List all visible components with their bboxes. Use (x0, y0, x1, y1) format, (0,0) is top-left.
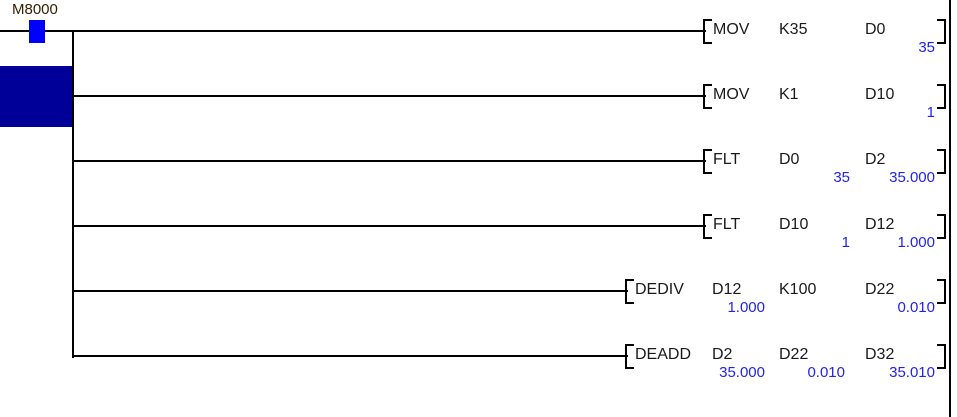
rung-1-bracket-close (937, 19, 946, 44)
rung-3-wire (74, 160, 706, 162)
rung-4-monitor-value-1: 1 (841, 234, 850, 251)
rung-4-instruction[interactable]: FLT (713, 216, 741, 233)
rung-3-instruction[interactable]: FLT (713, 151, 741, 168)
rung-1-bracket-open (703, 19, 712, 44)
rung-3-monitor-value-1: 35 (833, 169, 850, 186)
rung-6-monitor-value-1: 35.000 (719, 364, 765, 381)
rung-1-wire (74, 30, 706, 32)
rung-6-bracket-open (625, 344, 634, 369)
rung-2-operand-2[interactable]: D10 (865, 86, 895, 103)
rung-5-monitor-value-3: 0.010 (897, 299, 935, 316)
right-power-rail (949, 0, 951, 417)
rung-1-instruction[interactable]: MOV (713, 21, 750, 38)
rung-4-operand-2[interactable]: D12 (865, 216, 895, 233)
rung-3-bracket-close (937, 149, 946, 174)
rung-3-operand-2[interactable]: D2 (865, 151, 886, 168)
rung-6-instruction[interactable]: DEADD (635, 346, 692, 363)
rung-2-monitor-value-2: 1 (926, 104, 935, 121)
rung-2-wire (74, 95, 706, 97)
rung-6-monitor-value-2: 0.010 (807, 364, 845, 381)
rung-1-monitor-value-2: 35 (918, 39, 935, 56)
rung-5-monitor-value-1: 1.000 (727, 299, 765, 316)
rung-6-operand-3[interactable]: D32 (865, 346, 895, 363)
rung-5-instruction[interactable]: DEDIV (635, 281, 684, 298)
rung-1-operand-1[interactable]: K35 (779, 21, 808, 38)
contact-m8000[interactable] (29, 20, 45, 43)
rung-3-bracket-open (703, 149, 712, 174)
rung-5-bracket-open (625, 279, 634, 304)
contact-label-m8000: M8000 (12, 1, 58, 18)
rung-1-operand-2[interactable]: D0 (865, 21, 886, 38)
rung-2-bracket-close (937, 84, 946, 109)
rung-3-monitor-value-2: 35.000 (889, 169, 935, 186)
rung-4-bracket-close (937, 214, 946, 239)
rung-2-instruction[interactable]: MOV (713, 86, 750, 103)
rung-3-operand-1[interactable]: D0 (779, 151, 800, 168)
branch-trunk-wire (72, 30, 74, 358)
rung-6-operand-1[interactable]: D2 (712, 346, 733, 363)
rung-6-wire (74, 355, 628, 357)
rung-2-operand-1[interactable]: K1 (779, 86, 799, 103)
rung-5-operand-2[interactable]: K100 (779, 281, 817, 298)
rung-5-operand-1[interactable]: D12 (712, 281, 742, 298)
selection-highlight-block[interactable] (0, 64, 74, 129)
rung-5-wire (74, 290, 628, 292)
rung-6-operand-2[interactable]: D22 (779, 346, 809, 363)
rung-4-bracket-open (703, 214, 712, 239)
rung-5-bracket-close (937, 279, 946, 304)
contact-shape-icon (29, 20, 45, 43)
rung-2-bracket-open (703, 84, 712, 109)
rung-6-bracket-close (937, 344, 946, 369)
rung-6-monitor-value-3: 35.010 (889, 364, 935, 381)
rung-4-monitor-value-2: 1.000 (897, 234, 935, 251)
rung-5-operand-3[interactable]: D22 (865, 281, 895, 298)
rung-4-wire (74, 225, 706, 227)
rung-4-operand-1[interactable]: D10 (779, 216, 809, 233)
